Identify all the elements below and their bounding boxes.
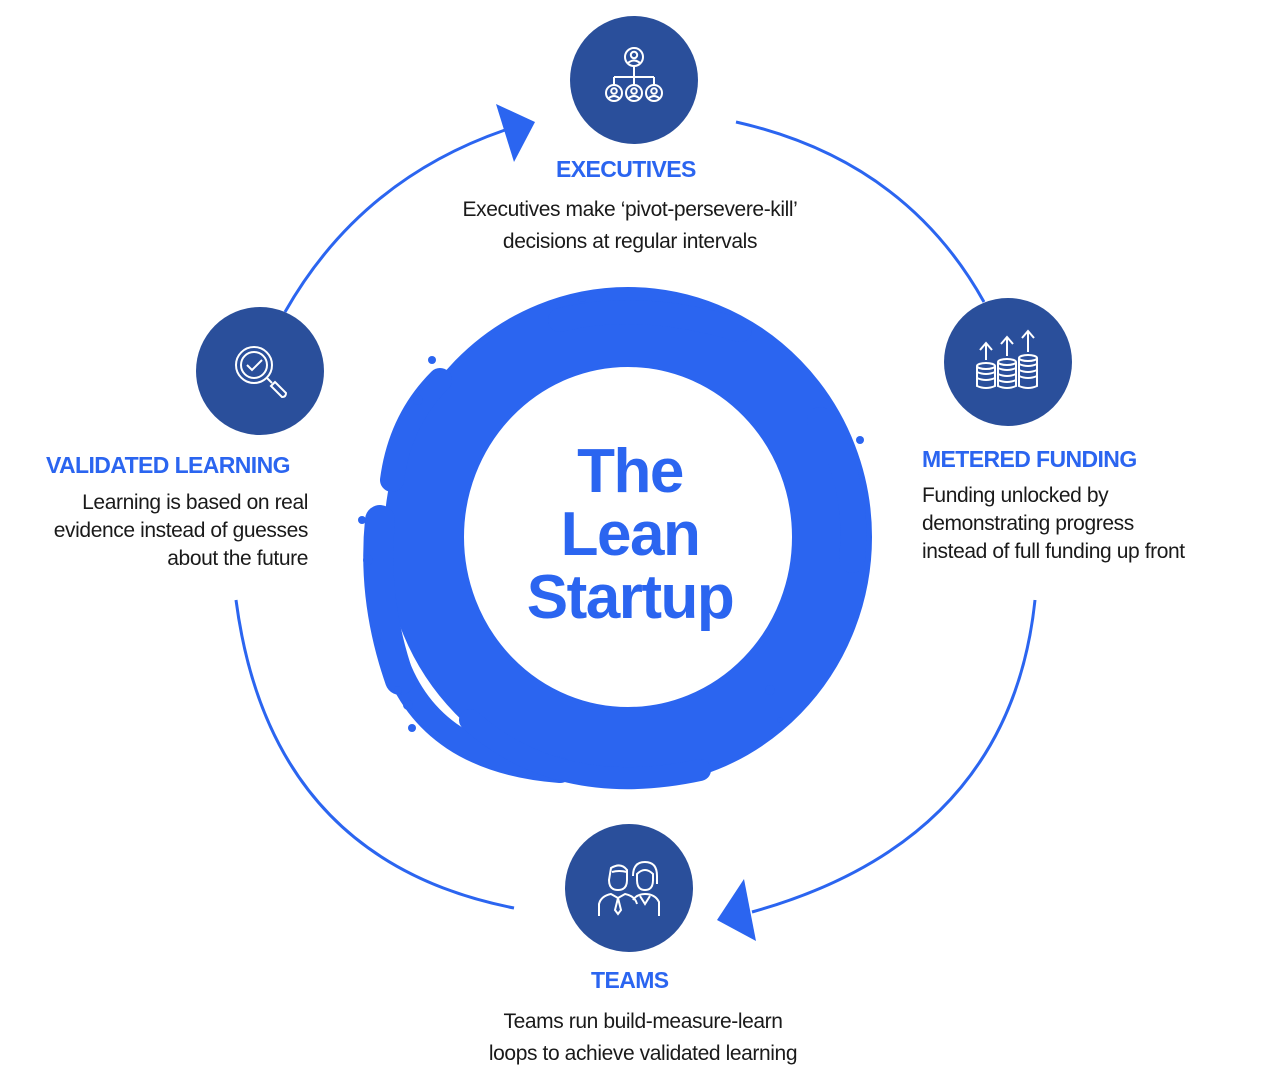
validated-learning-heading: VALIDATED LEARNING (46, 452, 291, 478)
arc-top-right (735, 120, 986, 303)
arrowhead-top (496, 104, 535, 162)
team-people-icon (598, 860, 660, 916)
validated-learning-description-line-3: about the future (167, 547, 308, 570)
validated-learning-description-line-1: Learning is based on real (82, 491, 308, 514)
teams-description: Teams run build-measure-learn loops to a… (413, 1008, 873, 1068)
teams-description-line-1: Teams run build-measure-learn (503, 1010, 783, 1033)
metered-funding-description-line-3: instead of full funding up front (922, 540, 1185, 563)
metered-funding-description-line-1: Funding unlocked by (922, 484, 1109, 507)
enso-brush-circle (363, 287, 872, 790)
center-title: The Lean Startup (470, 440, 790, 629)
teams-description-line-2: loops to achieve validated learning (488, 1042, 798, 1065)
arc-bottom-left (234, 599, 515, 910)
validated-learning-description: Learning is based on real evidence inste… (0, 489, 309, 573)
center-title-line-3: Startup (526, 563, 735, 632)
arc-left-top (283, 128, 506, 313)
executives-node (570, 16, 698, 144)
magnifier-check-icon (235, 346, 288, 399)
metered-funding-heading: METERED FUNDING (922, 446, 1137, 472)
center-title-line-2: Lean (560, 500, 701, 569)
teams-heading: TEAMS (591, 967, 669, 993)
growth-coins-icon (976, 329, 1038, 389)
executives-description-line-1: Executives make ‘pivot-persevere-kill’ (462, 198, 798, 221)
org-chart-icon (605, 47, 663, 102)
executives-description: Executives make ‘pivot-persevere-kill’ d… (400, 196, 860, 256)
executives-description-line-2: decisions at regular intervals (502, 230, 758, 253)
arrowhead-bottom (717, 879, 756, 941)
validated-learning-description-line-2: evidence instead of guesses (53, 519, 309, 542)
teams-node (565, 824, 693, 952)
metered-funding-description: Funding unlocked by demonstrating progre… (922, 482, 1252, 566)
enso-brush-drips (358, 294, 864, 732)
center-title-line-1: The (577, 437, 684, 506)
metered-funding-description-line-2: demonstrating progress (922, 512, 1134, 535)
arc-right-bottom (751, 599, 1037, 914)
metered-funding-node (944, 298, 1072, 426)
validated-learning-node (196, 307, 324, 435)
executives-heading: EXECUTIVES (556, 156, 696, 182)
